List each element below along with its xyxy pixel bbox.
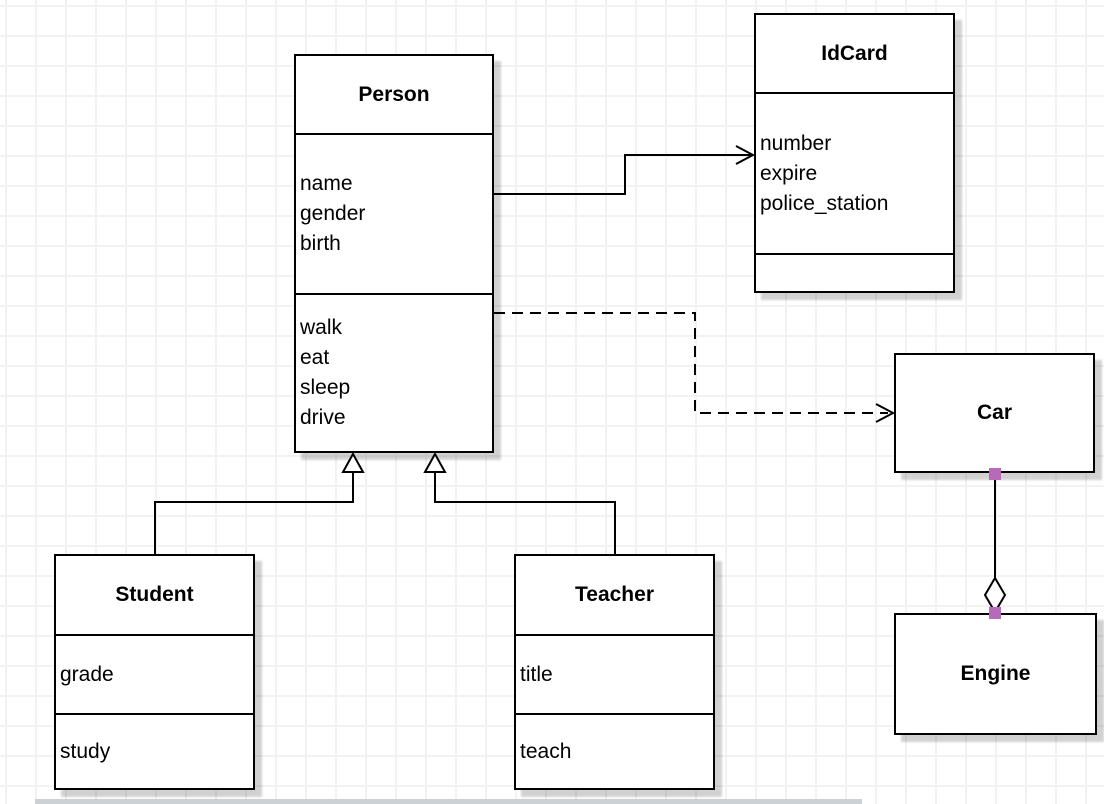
class-box-car[interactable]: Car bbox=[894, 353, 1095, 473]
window-edge-strip bbox=[35, 799, 862, 804]
methods-section-idcard bbox=[756, 253, 953, 291]
class-box-engine[interactable]: Engine bbox=[894, 613, 1097, 735]
method: teach bbox=[520, 739, 572, 763]
method: eat bbox=[300, 346, 330, 369]
edge-aggregation-car-engine[interactable] bbox=[983, 468, 1007, 619]
attribute: gender bbox=[300, 202, 366, 225]
edge-generalization-teacher-person[interactable] bbox=[423, 451, 616, 554]
hollow-triangle-arrowhead-icon bbox=[423, 451, 447, 473]
class-title-student: Student bbox=[115, 583, 194, 606]
hollow-triangle-arrowhead-icon bbox=[341, 451, 365, 473]
class-box-idcard[interactable]: IdCard number expire police_station bbox=[754, 13, 955, 293]
method: walk bbox=[300, 316, 343, 339]
attributes-section-teacher: title bbox=[516, 634, 713, 713]
methods-section-person: walk eat sleep drive bbox=[296, 293, 492, 451]
open-arrowhead-icon bbox=[735, 145, 756, 165]
class-box-person[interactable]: Person name gender birth walk eat sleep … bbox=[294, 54, 494, 453]
class-title-idcard: IdCard bbox=[821, 41, 888, 65]
edge-association-person-idcard[interactable] bbox=[494, 145, 756, 195]
attribute: number bbox=[760, 131, 832, 155]
attribute: expire bbox=[760, 161, 818, 185]
attributes-section-person: name gender birth bbox=[296, 133, 492, 293]
attribute: birth bbox=[300, 232, 341, 255]
class-title-person: Person bbox=[358, 82, 430, 106]
open-arrowhead-icon bbox=[875, 403, 896, 423]
attributes-section-idcard: number expire police_station bbox=[756, 92, 953, 253]
class-title-car: Car bbox=[976, 401, 1013, 424]
edge-generalization-student-person[interactable] bbox=[154, 451, 365, 554]
class-title-engine: Engine bbox=[960, 662, 1031, 685]
method: drive bbox=[300, 406, 346, 429]
attribute: police_station bbox=[760, 191, 889, 215]
class-box-student[interactable]: Student grade study bbox=[54, 554, 255, 790]
attribute: grade bbox=[60, 662, 114, 686]
attribute: title bbox=[520, 662, 553, 686]
method: study bbox=[60, 739, 111, 763]
edge-dependency-person-car[interactable] bbox=[494, 312, 896, 423]
methods-section-student: study bbox=[56, 713, 253, 788]
attributes-section-student: grade bbox=[56, 634, 253, 713]
class-title-teacher: Teacher bbox=[575, 583, 654, 606]
class-box-teacher[interactable]: Teacher title teach bbox=[514, 554, 715, 790]
method: sleep bbox=[300, 376, 351, 399]
methods-section-teacher: teach bbox=[516, 713, 713, 788]
attribute: name bbox=[300, 172, 353, 195]
